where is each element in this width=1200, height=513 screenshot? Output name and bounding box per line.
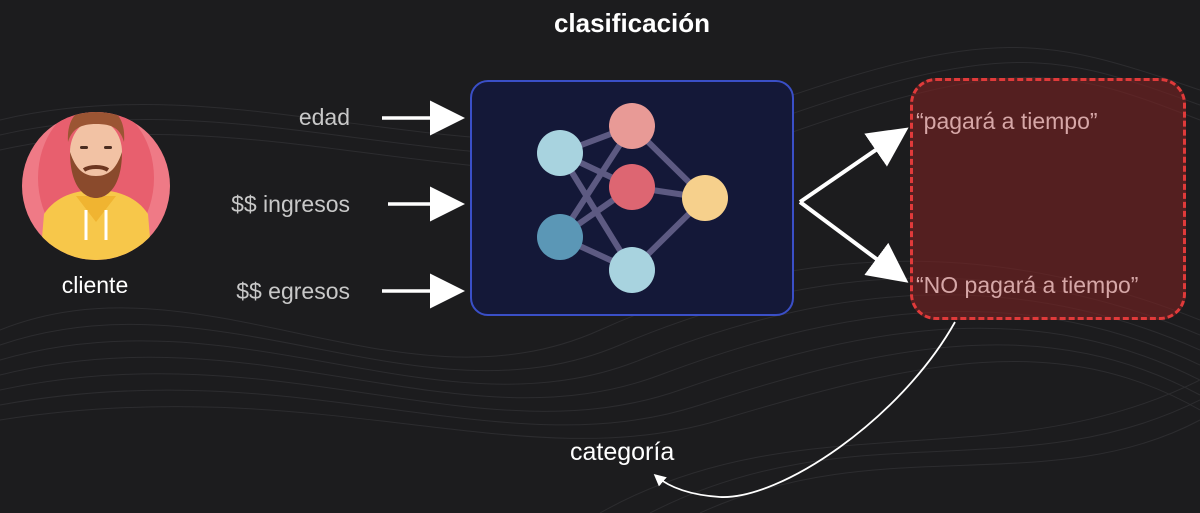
nn-node-hidden-2 (609, 164, 655, 210)
customer-avatar (22, 112, 170, 260)
nn-node-hidden-3 (609, 247, 655, 293)
nn-node-output (682, 175, 728, 221)
category-label: categoría (570, 438, 675, 466)
output-categories-box (910, 78, 1186, 320)
arrow-to-not-on-time (798, 200, 909, 283)
input-label-age: edad (298, 104, 350, 130)
arrow-to-on-time (798, 127, 909, 204)
nn-node-input-2 (537, 214, 583, 260)
input-label-expenses: $$ egresos (236, 278, 350, 304)
customer-label: cliente (61, 272, 129, 298)
input-label-income: $$ ingresos (231, 191, 350, 217)
output-label-not-on-time: “NO pagará a tiempo” (916, 272, 1139, 298)
nn-node-hidden-1 (609, 103, 655, 149)
arrow-to-category (653, 321, 956, 498)
nn-node-input-1 (537, 130, 583, 176)
diagram-title: clasificación (553, 8, 711, 38)
output-label-on-time: “pagará a tiempo” (916, 108, 1098, 134)
